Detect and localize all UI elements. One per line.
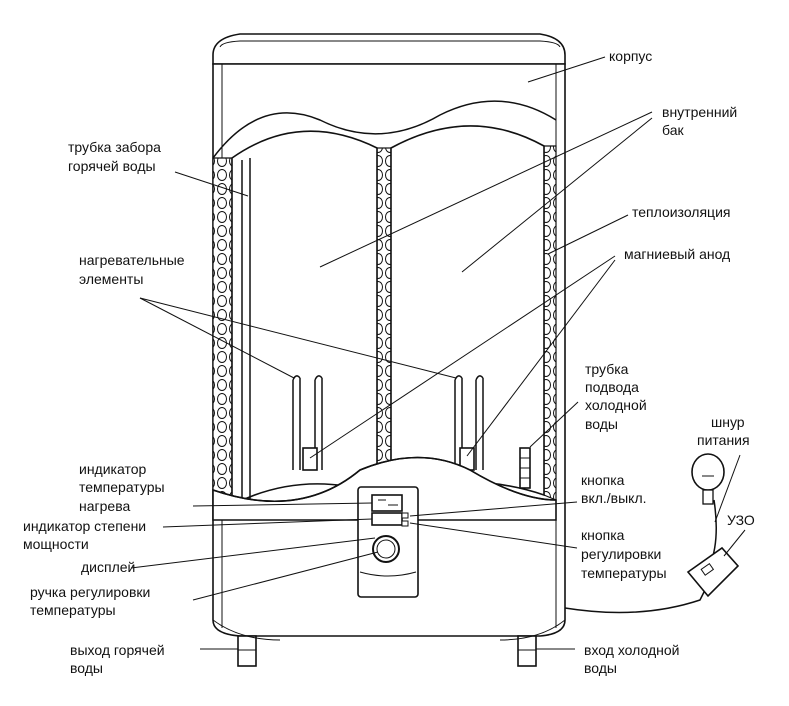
label-power-cord-2: питания: [697, 432, 750, 448]
label-hot-pipe-2: горячей воды: [68, 158, 156, 174]
label-knob-2: температуры: [30, 602, 116, 618]
label-temp-button-2: регулировки: [581, 546, 661, 562]
label-insulation: теплоизоляция: [632, 204, 730, 220]
label-uzo: УЗО: [727, 512, 755, 528]
label-hot-out-1: выход горячей: [70, 642, 165, 658]
inner-tank-right: [390, 125, 545, 497]
heating-element-4: [475, 375, 484, 470]
cold-inlet-pipe: [517, 635, 537, 667]
power-plug: [691, 453, 725, 491]
label-power-cord-1: шнур: [711, 414, 745, 430]
label-hot-pipe-1: трубка забора: [68, 139, 161, 155]
label-cold-pipe-2: подвода: [585, 379, 639, 395]
rcd-device: [686, 546, 740, 598]
heating-element-1: [292, 375, 301, 470]
label-temp-indicator-2: температуры: [79, 479, 165, 495]
label-power-button-1: кнопка: [581, 472, 625, 488]
power-button[interactable]: [401, 512, 409, 519]
label-knob-1: ручка регулировки: [30, 584, 150, 600]
label-heaters-2: элементы: [79, 271, 143, 287]
label-power-level-2: мощности: [23, 536, 89, 552]
insulation-right: [543, 145, 557, 501]
temperature-button[interactable]: [401, 520, 409, 527]
insulation-left: [212, 157, 233, 507]
label-cold-pipe-3: холодной: [585, 397, 647, 413]
magnesium-anode-left: [302, 447, 318, 471]
callout-labels: корпус внутренний бак трубка забора горя…: [23, 48, 755, 676]
label-korpus: корпус: [609, 48, 652, 64]
label-cold-pipe-4: воды: [585, 416, 618, 432]
leader-lines: [130, 56, 746, 650]
label-temp-indicator-3: нагрева: [79, 498, 130, 514]
label-cold-pipe-1: трубка: [585, 361, 629, 377]
cutaway-section: [212, 100, 557, 521]
cord-lower: [564, 589, 706, 614]
insulation-center: [376, 147, 392, 494]
label-inner-tank-2: бак: [662, 122, 684, 138]
label-inner-tank-1: внутренний: [662, 104, 737, 120]
label-temp-button-3: температуры: [581, 565, 667, 581]
temperature-indicator: [371, 494, 403, 512]
label-temp-button-1: кнопка: [581, 527, 625, 543]
power-level-indicator: [371, 512, 403, 526]
label-anode: магниевый анод: [624, 246, 730, 262]
label-display: дисплей: [81, 559, 135, 575]
label-power-level-1: индикатор степени: [23, 518, 146, 534]
label-temp-indicator-1: индикатор: [79, 461, 146, 477]
label-hot-out-2: воды: [70, 660, 103, 676]
hot-outlet-pipe: [237, 635, 257, 667]
top-lid: [212, 33, 566, 65]
label-heaters-1: нагревательные: [79, 252, 185, 268]
label-cold-in-2: воды: [584, 660, 617, 676]
label-cold-in-1: вход холодной: [584, 642, 679, 658]
power-cord-assembly: [564, 453, 740, 614]
label-power-button-2: вкл./выкл.: [581, 490, 647, 506]
